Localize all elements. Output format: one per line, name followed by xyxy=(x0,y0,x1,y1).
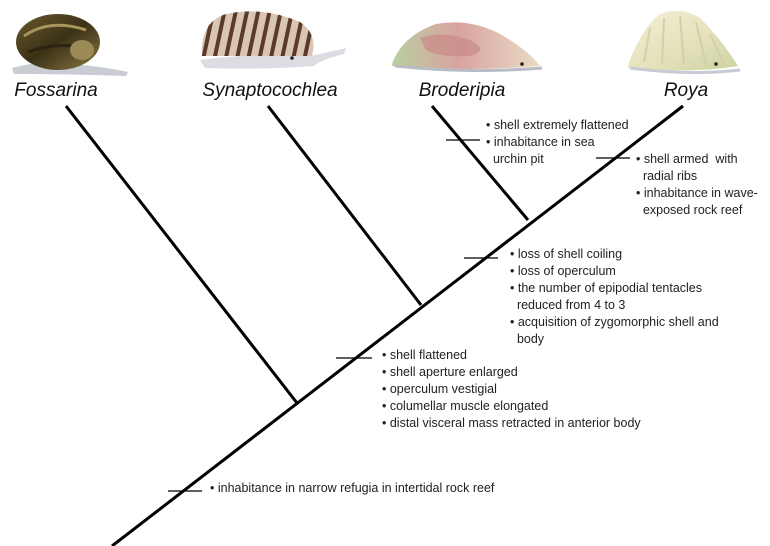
taxon-label-fossarina: Fossarina xyxy=(14,80,97,101)
branch-fossarina xyxy=(66,106,297,403)
fossarina-photo xyxy=(12,14,128,76)
synaptocochlea-photo xyxy=(200,11,346,68)
roya-photo xyxy=(628,11,740,73)
taxon-label-synaptocochlea: Synaptocochlea xyxy=(202,80,337,101)
broderipia-photo xyxy=(392,22,542,70)
transition-note-3: • loss of shell coiling • loss of opercu… xyxy=(0,0,736,346)
taxon-label-broderipia: Broderipia xyxy=(419,80,506,101)
taxon-label-roya: Roya xyxy=(664,80,708,101)
transition-note-2: • shell flattened • shell aperture enlar… xyxy=(382,348,641,430)
branch-synaptocochlea xyxy=(268,106,421,305)
transition-note-1: • inhabitance in narrow refugia in inter… xyxy=(210,481,495,495)
